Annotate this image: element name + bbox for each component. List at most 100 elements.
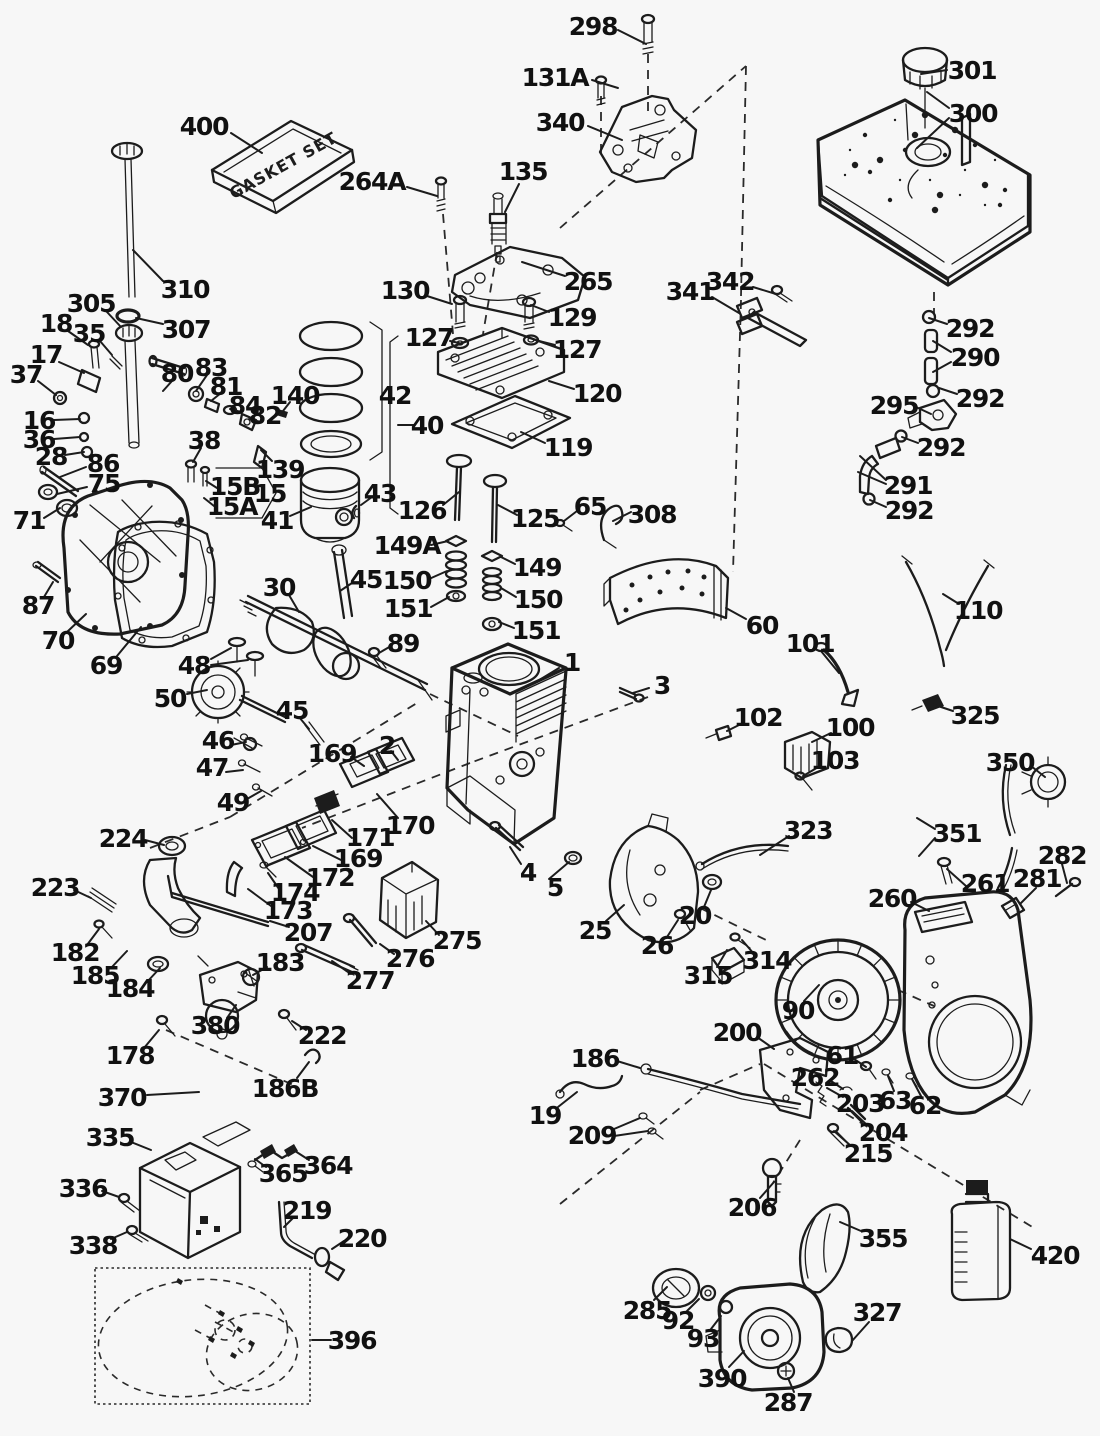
part-label-70: 70 bbox=[42, 626, 75, 655]
spring-clip-308 bbox=[599, 504, 624, 549]
leader-line bbox=[64, 451, 85, 456]
dashed-axis bbox=[772, 1139, 801, 1184]
part-label-140: 140 bbox=[271, 381, 320, 410]
leader-line bbox=[260, 449, 273, 462]
leader-line bbox=[426, 295, 453, 305]
part-label-261: 261 bbox=[961, 869, 1010, 898]
terminal-102 bbox=[705, 724, 733, 742]
oil-fill-tube-305 bbox=[114, 323, 144, 449]
leader-line bbox=[1009, 1238, 1032, 1250]
part-label-310: 310 bbox=[161, 275, 210, 304]
recoil-starter-390 bbox=[705, 1282, 826, 1392]
kit-box-396 bbox=[94, 1267, 311, 1405]
leader-line bbox=[563, 510, 578, 522]
leader-line bbox=[230, 132, 263, 154]
part-label-276: 276 bbox=[386, 944, 435, 973]
leader-line bbox=[710, 1315, 722, 1330]
washer-92 bbox=[699, 1284, 717, 1302]
speckle-dot bbox=[983, 203, 987, 207]
leader-line bbox=[59, 466, 87, 478]
dashed-axis bbox=[699, 907, 767, 941]
leader-line bbox=[86, 928, 100, 946]
part-label-364: 364 bbox=[304, 1151, 353, 1180]
screw-222 bbox=[277, 1008, 297, 1031]
leader-line bbox=[616, 1060, 641, 1069]
primer-line-351 bbox=[996, 763, 1018, 891]
leader-line bbox=[331, 819, 353, 839]
leader-line bbox=[726, 722, 744, 732]
part-label-81: 81 bbox=[210, 372, 242, 401]
part-label-308: 308 bbox=[628, 500, 677, 529]
leader-line bbox=[73, 889, 92, 899]
leader-line bbox=[37, 380, 57, 396]
screws-209 bbox=[638, 1112, 664, 1140]
part-label-340: 340 bbox=[536, 108, 585, 137]
spark-plug-135 bbox=[488, 192, 508, 263]
leader-line bbox=[130, 1141, 152, 1151]
part-label-3: 3 bbox=[654, 671, 670, 700]
leader-line bbox=[284, 856, 314, 878]
leader-line bbox=[918, 837, 936, 857]
part-label-264A: 264A bbox=[339, 167, 408, 196]
part-label-65: 65 bbox=[574, 492, 606, 521]
leader-line bbox=[928, 317, 948, 325]
leader-line bbox=[43, 581, 54, 598]
leader-line bbox=[1019, 887, 1037, 905]
leader-line bbox=[146, 1091, 200, 1096]
speckle-dot bbox=[862, 132, 868, 138]
grommet-220 bbox=[313, 1246, 346, 1282]
speckle-dot bbox=[931, 206, 939, 214]
head-bolt-129 bbox=[521, 296, 537, 330]
speckle-dot bbox=[928, 178, 932, 182]
part-label-355: 355 bbox=[859, 1224, 908, 1253]
leader-line bbox=[820, 650, 840, 674]
part-label-126: 126 bbox=[398, 496, 447, 525]
part-label-69: 69 bbox=[90, 651, 122, 680]
mounting-bracket-340 bbox=[598, 94, 698, 184]
dashed-axis bbox=[559, 1091, 701, 1205]
part-label-110: 110 bbox=[954, 596, 1003, 625]
part-label-131A: 131A bbox=[522, 63, 591, 92]
leader-line bbox=[195, 374, 208, 392]
cylinder-block-1 bbox=[445, 642, 568, 846]
piston-rings-42 bbox=[298, 320, 399, 515]
dashed-axis bbox=[301, 762, 471, 829]
latch-364-365 bbox=[247, 1144, 298, 1173]
leader-line bbox=[942, 593, 960, 605]
leader-line bbox=[66, 613, 87, 633]
part-label-25: 25 bbox=[579, 916, 611, 945]
bolt-182 bbox=[93, 919, 113, 939]
part-label-60: 60 bbox=[746, 611, 779, 640]
leader-line bbox=[406, 186, 438, 197]
leader-line bbox=[938, 387, 958, 395]
part-label-307: 307 bbox=[162, 315, 211, 344]
flywheel-fin bbox=[883, 1017, 896, 1024]
speckle-dot bbox=[1002, 187, 1008, 193]
speckle-dot bbox=[843, 173, 847, 177]
part-label-336: 336 bbox=[59, 1174, 108, 1203]
part-label-149: 149 bbox=[513, 553, 562, 582]
leader-line bbox=[853, 1058, 867, 1068]
part-label-350: 350 bbox=[986, 748, 1035, 777]
leader-line bbox=[283, 1216, 295, 1228]
head-gasket-119 bbox=[450, 394, 572, 450]
part-label-224: 224 bbox=[99, 824, 148, 853]
leader-line bbox=[686, 1298, 700, 1312]
oil-seal-75 bbox=[37, 483, 59, 501]
part-label-139: 139 bbox=[256, 455, 305, 484]
leader-line bbox=[932, 340, 952, 353]
part-label-150: 150 bbox=[383, 566, 432, 595]
leader-line bbox=[428, 570, 448, 580]
screw-178 bbox=[155, 1014, 176, 1037]
leader-line bbox=[312, 845, 342, 861]
part-label-380: 380 bbox=[191, 1011, 240, 1040]
part-label-127: 127 bbox=[405, 323, 454, 352]
part-label-42: 42 bbox=[379, 381, 411, 410]
part-label-300: 300 bbox=[949, 99, 998, 128]
part-label-323: 323 bbox=[784, 816, 833, 845]
leader-line bbox=[379, 943, 395, 955]
part-label-186B: 186B bbox=[252, 1074, 319, 1103]
part-label-171: 171 bbox=[346, 823, 395, 852]
